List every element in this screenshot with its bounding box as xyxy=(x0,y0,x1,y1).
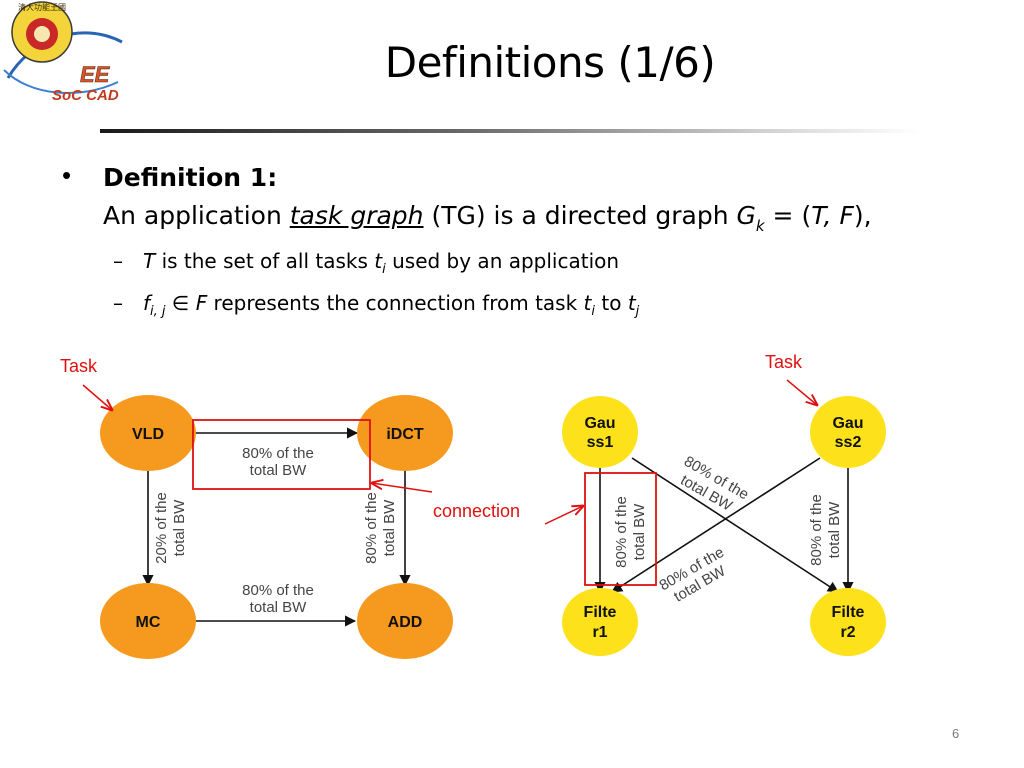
edge-gauss1-filter2 xyxy=(631,457,839,593)
set-f: F xyxy=(839,201,854,230)
member-symbol: ∈ xyxy=(165,291,196,315)
node-idct xyxy=(357,395,453,471)
definition-heading: Definition 1: xyxy=(103,163,278,192)
set-t: T xyxy=(811,201,824,230)
task-arrow-right xyxy=(786,379,817,405)
graph-symbol: G xyxy=(736,201,756,230)
sub-item-tasks: –T is the set of all tasks ti used by an… xyxy=(113,249,620,277)
node-filter1-line2: r1 xyxy=(592,624,607,641)
page-number: 6 xyxy=(952,726,960,741)
node-idct-label: iDCT xyxy=(386,426,424,443)
node-vld xyxy=(100,395,196,471)
definition-sentence: An application task graph (TG) is a dire… xyxy=(103,201,872,235)
edge-subscript: i, j xyxy=(150,304,166,319)
edge-label-g2-f2-2: total BW xyxy=(826,501,843,559)
definition-equals: = ( xyxy=(764,201,812,230)
task-label-right: Task xyxy=(765,352,803,372)
node-vld-label: VLD xyxy=(132,426,164,443)
logo-seal-glyphs: 清大功能王國 xyxy=(18,2,66,12)
node-mc-label: MC xyxy=(136,614,161,631)
task-a-symbol: t xyxy=(583,291,592,315)
node-gauss2-line1: Gau xyxy=(832,415,863,432)
task-label-left: Task xyxy=(60,356,98,376)
task-symbol: t xyxy=(374,249,383,273)
edge-gauss2-filter1 xyxy=(611,457,821,593)
edge-symbol: f xyxy=(143,291,151,315)
definition-mid: (TG) is a directed graph xyxy=(423,201,737,230)
edge-label-vld-idct-1: 80% of the xyxy=(242,445,314,462)
node-gauss1-line2: ss1 xyxy=(587,434,614,451)
definition-prefix: An application xyxy=(103,201,290,230)
to-text: to xyxy=(595,291,628,315)
task-b-symbol: t xyxy=(627,291,636,315)
sub-item-connection: –fi, j ∈ F represents the connection fro… xyxy=(113,291,639,319)
connection-highlight-left xyxy=(192,419,371,490)
task-a-subscript: i xyxy=(591,304,596,319)
connection-arrow-left xyxy=(372,483,433,493)
logo-swoosh-2 xyxy=(3,69,119,95)
title-divider xyxy=(100,129,920,133)
dash-marker: – xyxy=(113,291,123,315)
node-filter2-line2: r2 xyxy=(840,624,855,641)
definition-suffix: ), xyxy=(853,201,872,230)
set-t-symbol: T xyxy=(143,249,156,273)
connection-arrow-right xyxy=(544,506,583,525)
connection-text: represents the connection from task xyxy=(207,291,584,315)
right-graph: 80% of the total BW 80% of the total BW … xyxy=(562,396,886,656)
tasks-text: is the set of all tasks xyxy=(155,249,375,273)
edge-label-vld-mc-2: total BW xyxy=(171,499,188,557)
logo-ee: EE xyxy=(80,62,111,87)
edge-label-g1-f1-2: total BW xyxy=(631,503,648,561)
edge-label-idct-add-1: 80% of the xyxy=(363,492,380,564)
dash-marker: – xyxy=(113,249,123,273)
edge-label-vld-idct-2: total BW xyxy=(250,462,308,479)
edge-label-vld-mc-1: 20% of the xyxy=(153,492,170,564)
edge-label-g2-f2-1: 80% of the xyxy=(808,494,825,566)
left-graph: 80% of the total BW 20% of the total BW … xyxy=(100,395,453,659)
bullet-dot: • xyxy=(62,160,72,190)
node-gauss1 xyxy=(562,396,638,468)
node-add-label: ADD xyxy=(388,614,423,631)
connection-label: connection xyxy=(433,501,520,521)
tasks-suffix: used by an application xyxy=(385,249,620,273)
node-add xyxy=(357,583,453,659)
edge-label-idct-add-2: total BW xyxy=(381,499,398,557)
ee-soc-cad-logo: 清大功能王國 EE SoC CAD xyxy=(3,1,123,104)
node-filter1-line1: Filte xyxy=(584,604,617,621)
task-b-subscript: j xyxy=(635,304,640,319)
task-subscript: i xyxy=(382,262,386,277)
annotations: Task Task connection xyxy=(60,352,817,586)
logo-soc-cad: SoC CAD xyxy=(52,87,119,104)
graph-subscript: k xyxy=(755,217,765,235)
node-mc xyxy=(100,583,196,659)
node-filter2-line1: Filte xyxy=(832,604,865,621)
edge-label-mc-add-1: 80% of the xyxy=(242,582,314,599)
node-gauss2 xyxy=(810,396,886,468)
set-f-symbol: F xyxy=(195,291,208,315)
connection-highlight-right xyxy=(584,472,657,586)
edge-label-g1-f1-1: 80% of the xyxy=(613,496,630,568)
logo-seal-core xyxy=(34,26,50,42)
edge-label-mc-add-2: total BW xyxy=(250,599,308,616)
node-filter1 xyxy=(562,588,638,656)
term-task-graph: task graph xyxy=(289,201,424,230)
set-comma: , xyxy=(823,201,840,230)
task-arrow-left xyxy=(82,384,112,410)
node-gauss1-line1: Gau xyxy=(584,415,615,432)
node-gauss2-line2: ss2 xyxy=(835,434,862,451)
slide-title: Definitions (1/6) xyxy=(384,38,716,87)
node-filter2 xyxy=(810,588,886,656)
